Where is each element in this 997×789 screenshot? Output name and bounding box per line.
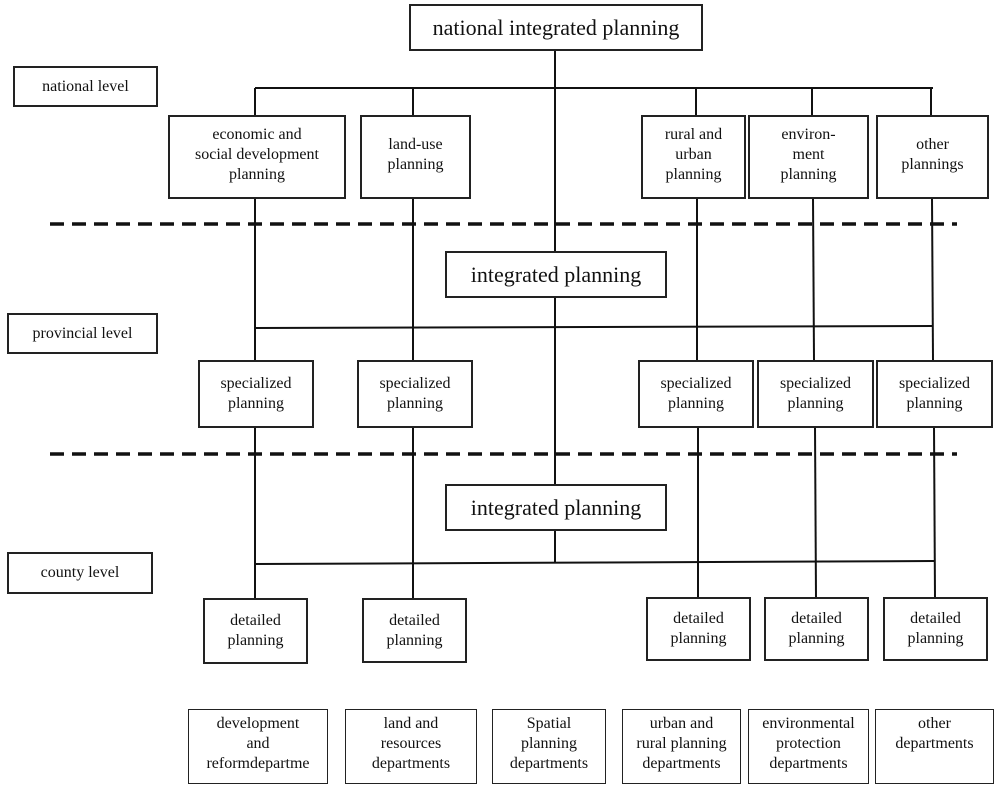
county-bus: [254, 560, 935, 565]
detailed-planning-box: detailed planning: [883, 597, 988, 661]
other-departments-box: other departments: [875, 709, 994, 784]
detailed-planning-box: detailed planning: [764, 597, 869, 661]
economic-social-development-planning-box: economic and social development planning: [168, 115, 346, 199]
land-resources-departments-box: land and resources departments: [345, 709, 477, 784]
environment-planning-box: environ- ment planning: [748, 115, 869, 199]
column-env-upper: [812, 197, 815, 361]
specialized-planning-box: specialized planning: [638, 360, 754, 428]
county-integrated-planning-box: integrated planning: [445, 484, 667, 531]
column-env-lower: [814, 426, 817, 599]
county-level-label: county level: [7, 552, 153, 594]
development-reform-department-box: development and reformdepartme: [188, 709, 328, 784]
provincial-bus: [254, 325, 934, 329]
rural-urban-planning-box: rural and urban planning: [641, 115, 746, 199]
specialized-planning-box: specialized planning: [876, 360, 993, 428]
national-level-label: national level: [13, 66, 158, 107]
detailed-planning-box: detailed planning: [203, 598, 308, 664]
specialized-planning-box: specialized planning: [198, 360, 314, 428]
other-plannings-box: other plannings: [876, 115, 989, 199]
provincial-level-label: provincial level: [7, 313, 158, 354]
detailed-planning-box: detailed planning: [646, 597, 751, 661]
national-integrated-planning-box: national integrated planning: [409, 4, 703, 51]
specialized-planning-box: specialized planning: [357, 360, 473, 428]
specialized-planning-box: specialized planning: [757, 360, 874, 428]
spatial-planning-departments-box: Spatial planning departments: [492, 709, 606, 784]
provincial-integrated-planning-box: integrated planning: [445, 251, 667, 298]
land-use-planning-box: land-use planning: [360, 115, 471, 199]
urban-rural-planning-departments-box: urban and rural planning departments: [622, 709, 741, 784]
environmental-protection-departments-box: environmental protection departments: [748, 709, 869, 784]
detailed-planning-box: detailed planning: [362, 598, 467, 663]
